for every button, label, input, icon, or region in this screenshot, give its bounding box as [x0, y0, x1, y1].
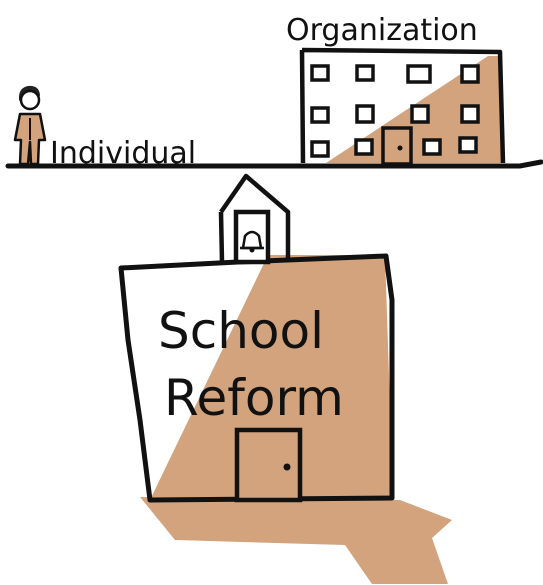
school-title-line2: Reform — [164, 369, 344, 427]
school-title-line1: School — [158, 302, 324, 360]
seesaw-beam — [5, 159, 543, 169]
school-door — [234, 427, 303, 503]
office-door — [381, 126, 413, 166]
organization-label: Organization — [286, 13, 478, 48]
person-head — [19, 89, 41, 111]
bell-icon — [240, 230, 264, 253]
school-wall-shade — [150, 255, 393, 500]
office-building-outline — [299, 47, 506, 164]
school-building: School Reform — [118, 173, 395, 503]
school-door-knob — [283, 463, 291, 471]
office-windows — [310, 64, 480, 158]
bell-window — [233, 209, 271, 265]
school-shadow — [140, 497, 452, 584]
bell-tower — [218, 173, 291, 263]
office-building-icon — [299, 47, 506, 166]
individual-label: Individual — [50, 136, 196, 171]
person-figure-icon — [13, 85, 47, 166]
